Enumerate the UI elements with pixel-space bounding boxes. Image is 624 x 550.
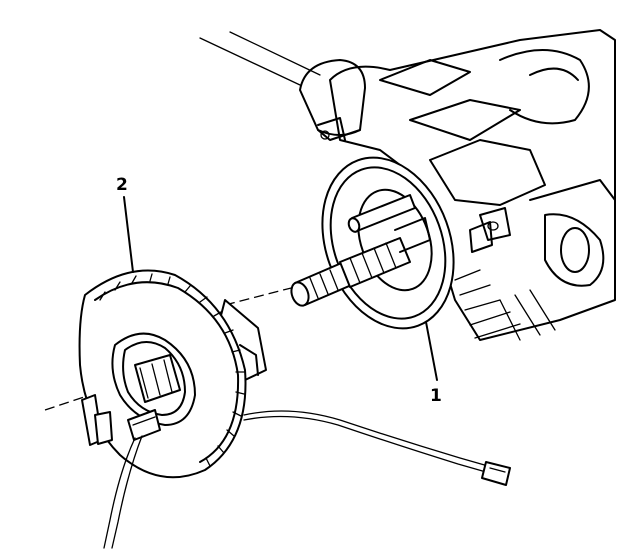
wire-connector [481, 461, 511, 486]
part-2-coil-assembly [78, 269, 267, 479]
steering-column-housing [199, 29, 616, 341]
callout-2-leader [123, 196, 134, 273]
coil-wiring [103, 410, 511, 549]
callout-1: 1 [430, 386, 442, 406]
callout-1-leader [425, 321, 438, 381]
steering-shaft [290, 194, 431, 307]
callout-2: 2 [116, 175, 128, 195]
